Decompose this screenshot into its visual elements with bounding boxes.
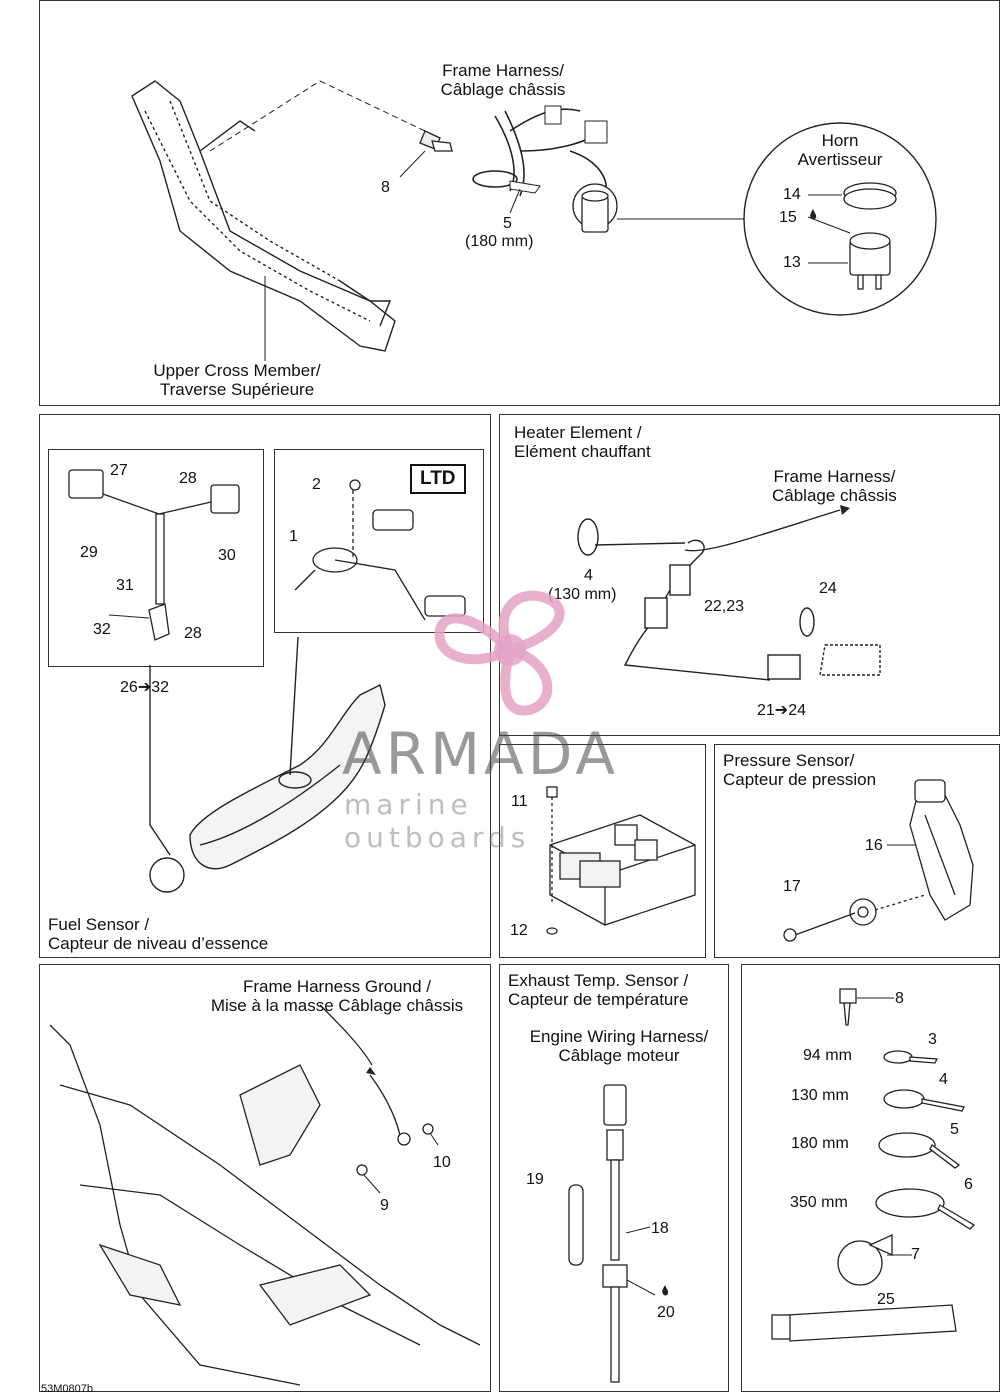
fuel-tank-drawing <box>149 636 386 893</box>
pressure-fr: Capteur de pression <box>723 770 877 789</box>
callout-22-23: 22,23 <box>704 598 745 615</box>
tie-callout-25: 25 <box>877 1291 895 1308</box>
pressure-title: Pressure Sensor/ Capteur de pression <box>723 751 876 789</box>
callout-32: 32 <box>93 621 111 638</box>
ground-frame-drawing <box>49 1004 481 1386</box>
connector-drawing <box>68 469 240 641</box>
ltd-box: LTD 2 1 <box>274 449 484 633</box>
tie-size-130: 130 mm <box>791 1087 849 1104</box>
callout-5-size: (180 mm) <box>465 233 534 250</box>
callout-2: 2 <box>312 476 321 493</box>
heater-frame-harness-label: Frame Harness/ Câblage châssis <box>772 467 897 505</box>
callout-13: 13 <box>783 254 801 271</box>
tie-callout-7: 7 <box>911 1246 920 1263</box>
callout-29: 29 <box>80 544 98 561</box>
tie-callout-6: 6 <box>964 1176 973 1193</box>
callout-28-bottom: 28 <box>184 625 202 642</box>
horn-label: Horn Avertisseur <box>775 131 905 169</box>
pressure-sensor-drawing <box>783 779 974 942</box>
callout-20: 20 <box>657 1304 675 1321</box>
callout-1: 1 <box>289 528 298 545</box>
frame-harness-en: Frame Harness/ <box>442 61 564 80</box>
callout-15: 15 <box>779 209 797 226</box>
panel-fuse-box: 11 12 <box>499 744 706 958</box>
horn-fr: Avertisseur <box>797 150 883 169</box>
panel-horn: Frame Harness/ Câblage châssis Horn Aver… <box>39 0 1000 406</box>
callout-11: 11 <box>511 793 528 810</box>
ties-drawing <box>771 988 976 1342</box>
heater-frame-harness-fr: Câblage châssis <box>772 486 897 505</box>
heater-frame-harness-en: Frame Harness/ <box>773 467 896 486</box>
frame-drawing <box>131 80 937 361</box>
heater-drawing <box>577 505 881 681</box>
pressure-en: Pressure Sensor/ <box>723 751 855 770</box>
diagram-code: 53M0807b <box>41 1383 93 1395</box>
exhaust-title: Exhaust Temp. Sensor / Capteur de tempér… <box>508 971 689 1009</box>
fuel-sensor-en: Fuel Sensor / <box>48 915 150 934</box>
callout-4: 4 <box>584 567 593 584</box>
callout-19: 19 <box>526 1171 544 1188</box>
callout-12: 12 <box>510 922 528 939</box>
upper-cross-member-label: Upper Cross Member/ Traverse Supérieure <box>132 361 342 399</box>
horn-en: Horn <box>821 131 859 150</box>
heater-fr: Elément chauffant <box>514 442 651 461</box>
ground-title: Frame Harness Ground / Mise à la masse C… <box>182 977 492 1015</box>
panel-heater-element: Heater Element / Elément chauffant Frame… <box>499 414 1000 736</box>
callout-14: 14 <box>783 186 801 203</box>
callout-10: 10 <box>433 1154 451 1171</box>
panel-frame-ground: Frame Harness Ground / Mise à la masse C… <box>39 964 491 1392</box>
heater-title: Heater Element / Elément chauffant <box>514 423 651 461</box>
tie-callout-3: 3 <box>928 1031 937 1048</box>
ltd-badge: LTD <box>410 464 466 494</box>
range-26-32: 26➔32 <box>120 679 169 696</box>
callout-4-size: (130 mm) <box>548 586 617 603</box>
range-21-24: 21➔24 <box>757 702 806 719</box>
ground-en: Frame Harness Ground / <box>242 977 431 996</box>
fuel-sensor-title: Fuel Sensor / Capteur de niveau d’essenc… <box>48 915 268 953</box>
panel-pressure-sensor: Pressure Sensor/ Capteur de pression 16 … <box>714 744 1000 958</box>
frame-harness-label: Frame Harness/ Câblage châssis <box>428 61 578 99</box>
engine-harness-en: Engine Wiring Harness/ <box>529 1027 709 1046</box>
callout-31: 31 <box>116 577 134 594</box>
tie-callout-4: 4 <box>939 1071 948 1088</box>
upper-cross-en: Upper Cross Member/ <box>153 361 321 380</box>
callout-24: 24 <box>819 580 837 597</box>
callout-17: 17 <box>783 878 801 895</box>
callout-27: 27 <box>110 462 128 479</box>
callout-5: 5 <box>503 215 512 232</box>
heater-en: Heater Element / <box>514 423 642 442</box>
callout-9: 9 <box>380 1197 389 1214</box>
exhaust-sensor-drawing <box>568 1084 669 1383</box>
ground-fr: Mise à la masse Câblage châssis <box>210 996 464 1015</box>
panel-ties: 8 3 94 mm 4 130 mm 5 180 mm 6 350 mm 7 2… <box>741 964 1000 1392</box>
callout-16: 16 <box>865 837 883 854</box>
engine-harness-label: Engine Wiring Harness/ Câblage moteur <box>508 1027 730 1065</box>
exhaust-fr: Capteur de température <box>508 990 689 1009</box>
frame-harness-fr: Câblage châssis <box>440 80 566 99</box>
tie-callout-8: 8 <box>895 990 904 1007</box>
fuel-sensor-fr: Capteur de niveau d’essence <box>48 934 269 953</box>
engine-harness-fr: Câblage moteur <box>558 1046 680 1065</box>
tie-callout-5: 5 <box>950 1121 959 1138</box>
fuel-float-drawing <box>294 479 466 621</box>
callout-18: 18 <box>651 1220 669 1237</box>
callout-8: 8 <box>381 179 390 196</box>
exhaust-en: Exhaust Temp. Sensor / <box>508 971 689 990</box>
fuse-box-drawing <box>546 786 696 935</box>
tie-size-94: 94 mm <box>803 1047 852 1064</box>
callout-30: 30 <box>218 547 236 564</box>
upper-cross-fr: Traverse Supérieure <box>159 380 315 399</box>
tie-size-350: 350 mm <box>790 1194 848 1211</box>
callout-28-top: 28 <box>179 470 197 487</box>
panel-fuel-sensor: 27 28 29 30 31 32 28 LTD 2 1 <box>39 414 491 958</box>
tie-size-180: 180 mm <box>791 1135 849 1152</box>
connector-box: 27 28 29 30 31 32 28 <box>48 449 264 667</box>
panel-exhaust-sensor: Exhaust Temp. Sensor / Capteur de tempér… <box>499 964 729 1392</box>
